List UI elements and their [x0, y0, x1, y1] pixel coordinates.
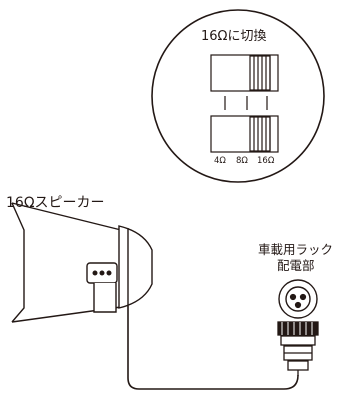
switch-guide-lines [224, 96, 268, 110]
slide-switch-top [210, 54, 279, 92]
switch-title: 16Ωに切換 [201, 29, 267, 44]
speaker-cable [127, 306, 299, 390]
mount-label-line1: 車載用ラック [258, 242, 334, 257]
ohm-16-label: 16Ω [257, 156, 275, 166]
ohm-8-label: 8Ω [236, 156, 248, 166]
mount-label-line2: 配電部 [277, 258, 315, 273]
round-connector-socket-icon [278, 279, 318, 319]
multi-pin-plug-icon [277, 321, 319, 376]
ohm-4-label: 4Ω [214, 156, 226, 166]
slide-switch-bottom [210, 115, 279, 153]
horn-speaker-icon [11, 202, 153, 323]
speaker-label: 16Ωスピーカー [6, 195, 105, 211]
detail-circle [151, 9, 325, 183]
